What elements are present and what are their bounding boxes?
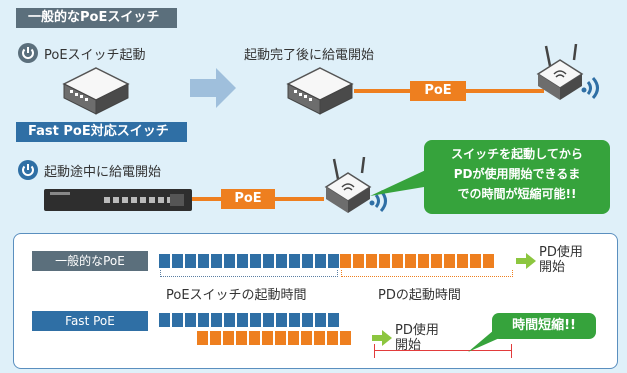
arrow-right-icon [190, 68, 236, 108]
pd-use-start-label: PD使用 開始 [539, 245, 583, 275]
switch-boot-time-label: PoEスイッチの起動時間 [166, 288, 307, 303]
poe-label: PoE [410, 81, 466, 101]
generic-poe-row-label: 一般的なPoE [32, 251, 148, 271]
pd-use-line: PD使用 [395, 323, 439, 338]
switch-boot-label: PoEスイッチ起動 [44, 48, 146, 63]
switch-boot-bracket [160, 270, 338, 277]
fast-poe-row-label: Fast PoE [32, 311, 148, 331]
switch-device-icon [62, 67, 130, 115]
time-shortened-tick [511, 344, 512, 358]
time-shortened-bubble: 時間短縮!! [492, 313, 596, 339]
poe-label: PoE [221, 189, 275, 209]
power-icon [18, 43, 38, 63]
power-start-label: 起動完了後に給電開始 [244, 48, 375, 63]
time-shortened-tick [374, 344, 375, 358]
bubble-line: での時間が短縮可能!! [457, 187, 577, 201]
bubble-line: スイッチを起動してから [451, 147, 583, 161]
power-icon [18, 160, 38, 180]
switch-boot-segments [159, 313, 339, 327]
time-shortened-line [374, 350, 512, 351]
pd-boot-segments [340, 254, 494, 268]
rack-switch-icon [44, 189, 192, 211]
pd-use-start-label: PD使用 開始 [395, 323, 439, 353]
generic-poe-header: 一般的なPoEスイッチ [16, 8, 178, 28]
pd-boot-segments [197, 331, 351, 345]
bubble-tail [370, 168, 430, 196]
switch-device-icon [286, 67, 354, 115]
pd-use-line: 開始 [539, 260, 566, 275]
arrow-right-icon [516, 253, 536, 269]
speech-bubble: スイッチを起動してから PDが使用開始できるま での時間が短縮可能!! [424, 140, 610, 214]
bubble-line: PDが使用開始できるま [453, 167, 581, 181]
midboot-power-label: 起動途中に給電開始 [44, 165, 162, 180]
pd-boot-time-label: PDの起動時間 [378, 288, 461, 303]
fast-poe-header: Fast PoE対応スイッチ [16, 122, 187, 142]
pd-boot-bracket [341, 270, 513, 277]
pd-use-line: 開始 [395, 338, 422, 353]
arrow-right-icon [372, 330, 392, 346]
pd-use-line: PD使用 [539, 245, 583, 260]
access-point-icon [324, 157, 387, 213]
access-point-icon [536, 44, 599, 100]
switch-boot-segments [159, 254, 339, 268]
